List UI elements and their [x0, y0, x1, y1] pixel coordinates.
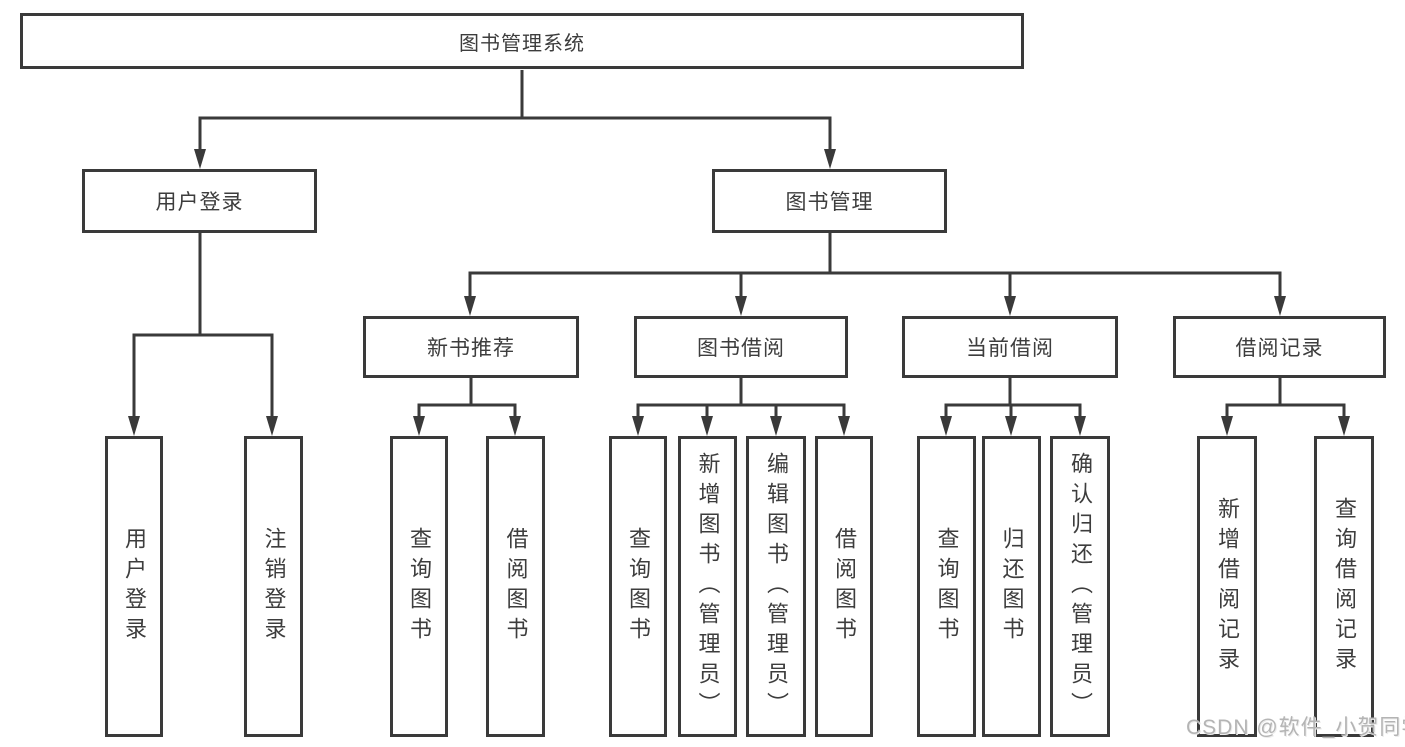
- leaf-add-book-admin: 新增图书（管理员）: [678, 436, 737, 737]
- node-label: 编辑图书（管理员）: [764, 451, 789, 722]
- leaf-edit-book-admin: 编辑图书（管理员）: [746, 436, 806, 737]
- node-borrow-records: 借阅记录: [1173, 316, 1386, 378]
- leaf-return-book: 归还图书: [982, 436, 1041, 737]
- watermark: CSDN @软件_小贺同学: [1186, 716, 1405, 739]
- node-label: 归还图书: [999, 526, 1025, 647]
- node-label: 借阅图书: [503, 526, 529, 647]
- node-label: 图书管理系统: [459, 32, 585, 55]
- leaf-confirm-return-admin: 确认归还（管理员）: [1050, 436, 1110, 737]
- leaf-borrow-books-recommend: 借阅图书: [486, 436, 545, 737]
- leaf-borrow-books-borrowing: 借阅图书: [815, 436, 873, 737]
- node-label: 当前借阅: [966, 337, 1054, 360]
- node-label: 查询图书: [626, 526, 651, 647]
- arrowheads: [128, 149, 1350, 436]
- node-label: 查询图书: [934, 526, 960, 647]
- leaf-query-books-recommend: 查询图书: [390, 436, 448, 737]
- node-label: 新书推荐: [427, 337, 515, 360]
- leaf-add-borrow-record: 新增借阅记录: [1197, 436, 1257, 737]
- node-label: 用户登录: [155, 191, 244, 214]
- node-user-login: 用户登录: [82, 169, 317, 233]
- node-new-book-recommend: 新书推荐: [363, 316, 579, 378]
- node-current-borrowing: 当前借阅: [902, 316, 1118, 378]
- node-label: 借阅图书: [832, 526, 857, 647]
- node-book-borrowing: 图书借阅: [634, 316, 848, 378]
- leaf-user-login: 用户登录: [105, 436, 163, 737]
- node-label: 新增借阅记录: [1215, 496, 1240, 677]
- node-label: 图书借阅: [697, 337, 785, 360]
- leaf-logout: 注销登录: [244, 436, 303, 737]
- node-label: 新增图书（管理员）: [695, 451, 721, 722]
- node-label: 确认归还（管理员）: [1068, 451, 1093, 722]
- node-label: 用户登录: [122, 526, 147, 647]
- node-label: 借阅记录: [1235, 337, 1324, 360]
- node-label: 查询借阅记录: [1332, 496, 1357, 677]
- node-library-system: 图书管理系统: [20, 13, 1024, 69]
- node-book-management: 图书管理: [712, 169, 947, 233]
- node-label: 图书管理: [785, 191, 874, 214]
- leaf-query-books-borrowing: 查询图书: [609, 436, 667, 737]
- leaf-query-books-current: 查询图书: [917, 436, 976, 737]
- leaf-query-borrow-record: 查询借阅记录: [1314, 436, 1374, 737]
- node-label: 注销登录: [261, 526, 287, 647]
- node-label: 查询图书: [407, 526, 432, 647]
